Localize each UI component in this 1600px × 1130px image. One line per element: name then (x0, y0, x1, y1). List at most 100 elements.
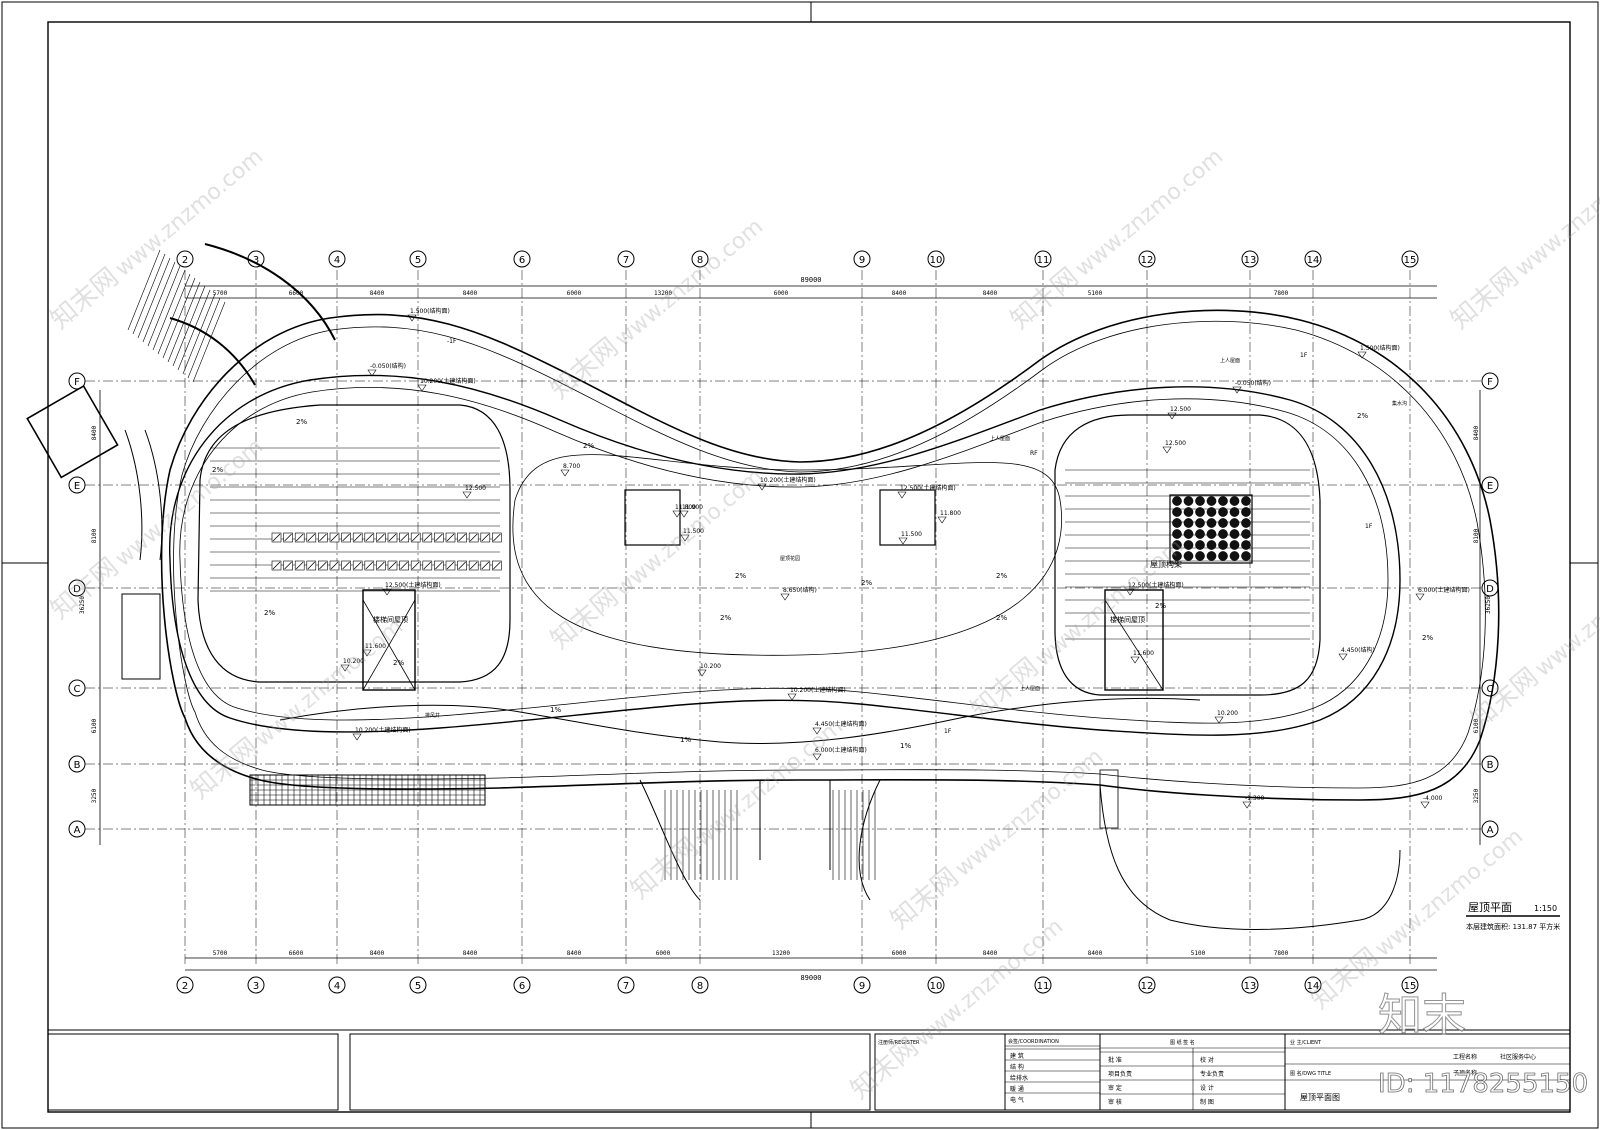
dim-top-span: 13200 (654, 290, 672, 297)
dim-left-span: 8400 (91, 425, 98, 440)
elevation-marker (1167, 412, 1177, 420)
equipment-unit (1183, 518, 1194, 528)
grid-label-col-14: 14 (1307, 981, 1320, 992)
slope-label: 2% (996, 572, 1007, 580)
slope-label: 2% (1155, 602, 1166, 610)
equipment-unit (1195, 551, 1205, 561)
building-outline (160, 309, 1500, 930)
equipment-unit (1229, 540, 1240, 550)
fan-step (142, 261, 176, 343)
dim-top-span: 8400 (983, 290, 998, 297)
solar-panel-mark (365, 533, 374, 542)
dim-bottom-total: 89000 (800, 974, 821, 982)
sig-row-left-label: 审 定 (1108, 1084, 1122, 1092)
watermark-brand: 知末网 (1445, 262, 1524, 335)
elevation-label: 12.500(土建结构面) (385, 581, 441, 589)
grid-label-col-11: 11 (1037, 981, 1050, 992)
solar-panel-mark (319, 561, 327, 570)
solar-panel-mark (458, 561, 466, 570)
grid-label-row-C: C (1487, 684, 1494, 695)
grid-label-col-3: 3 (253, 981, 259, 992)
elevation-marker (407, 314, 417, 322)
grid-label-row-F: F (74, 377, 80, 388)
plan-title-text: 屋顶平面 (1468, 901, 1512, 914)
dim-bottom-span: 7800 (1274, 950, 1289, 957)
grid-label-row-A: A (1487, 825, 1494, 836)
watermark-brand: 知末网 (45, 262, 124, 335)
elevation-marker (1357, 351, 1367, 359)
slope-label: 2% (583, 442, 594, 450)
grid-label-col-12: 12 (1141, 255, 1154, 266)
fan-step (152, 269, 186, 351)
grid-bubble-col-6 (513, 250, 531, 268)
elevation-labels: -0.050(结构)-0.050(结构)10.200(土建结构面)10.200(… (340, 307, 1470, 809)
dim-top-total: 89000 (800, 276, 821, 284)
elevation-label: 12.500 (1170, 406, 1191, 413)
grid-bubble-col-6 (513, 976, 531, 994)
dim-left-total: 36250 (79, 596, 86, 614)
grid-bubble-col-14 (1304, 976, 1322, 994)
equipment-frame (1169, 494, 1253, 564)
slope-label: 1% (900, 742, 911, 750)
dim-right-span: 3250 (1473, 788, 1480, 803)
elevation-label: 12.500 (1165, 440, 1186, 447)
grid-label-col-2: 2 (182, 981, 188, 992)
tb-subitem: 子项名称 (1453, 1069, 1477, 1077)
solar-panel-mark (435, 561, 443, 570)
solar-panel-mark (377, 533, 385, 542)
watermark-site: www.znzmo.com (951, 744, 1108, 882)
solar-panel-mark (342, 561, 350, 570)
fan-step (177, 289, 211, 371)
grid-label-col-3: 3 (253, 255, 259, 266)
dim-top-span: 5700 (213, 290, 228, 297)
elevation-marker (1214, 716, 1224, 724)
elevation-label: -4.000 (1423, 795, 1443, 802)
solar-panel-mark (284, 533, 292, 542)
grid-bubble-col-7 (617, 976, 635, 994)
slope-label: 2% (735, 572, 746, 580)
equipment-unit (1183, 496, 1194, 506)
grid-label-col-6: 6 (519, 255, 525, 266)
dim-top-span: 6000 (567, 290, 582, 297)
cs-row-label: 结 构 (1010, 1063, 1024, 1071)
dim-bottom-span: 6000 (892, 950, 907, 957)
watermark-site: www.znzmo.com (691, 714, 848, 852)
elevation-label: 4.450(土建结构面) (815, 720, 867, 728)
slope-label: 2% (212, 466, 223, 474)
solar-panel-mark (469, 533, 478, 542)
elevation-marker (897, 491, 907, 499)
elevation-label: 6.000(土建结构面) (1418, 586, 1470, 594)
solar-panel-mark (319, 533, 327, 542)
slope-label: 2% (296, 418, 307, 426)
equipment-unit (1206, 518, 1217, 528)
elevation-label: 11.600 (365, 643, 386, 650)
elevation-label: 12.500 (465, 485, 486, 492)
dim-top-span: 8400 (463, 290, 478, 297)
elevation-marker (340, 664, 350, 672)
tb-project-name: 社区服务中心 (1500, 1053, 1536, 1061)
equipment-unit (1172, 540, 1182, 550)
dim-bottom-span: 6000 (656, 950, 671, 957)
elevation-label: 12.500(土建结构面) (900, 484, 956, 492)
grid-bubble-col-2 (176, 250, 194, 268)
elevation-label: 10.200 (343, 658, 364, 665)
solar-panel-mark (377, 561, 385, 570)
grid-bubble-col-12 (1138, 976, 1156, 994)
slope-label: 2% (264, 609, 275, 617)
solar-panel-mark (400, 533, 408, 542)
tb-client: 业 主/CLIENT (1290, 1039, 1322, 1046)
equipment-unit (1206, 540, 1217, 550)
solar-panel-mark (435, 533, 443, 542)
grid-bubble-col-14 (1304, 250, 1322, 268)
dim-bottom-span: 5100 (1191, 950, 1206, 957)
sig-row-right-label: 设 计 (1200, 1084, 1214, 1092)
elevation-marker (560, 469, 570, 477)
fan-step (162, 277, 196, 359)
watermark-brand: 知末网 (885, 862, 964, 935)
grid-label-col-15: 15 (1404, 981, 1417, 992)
grid-bubble-col-4 (328, 250, 346, 268)
